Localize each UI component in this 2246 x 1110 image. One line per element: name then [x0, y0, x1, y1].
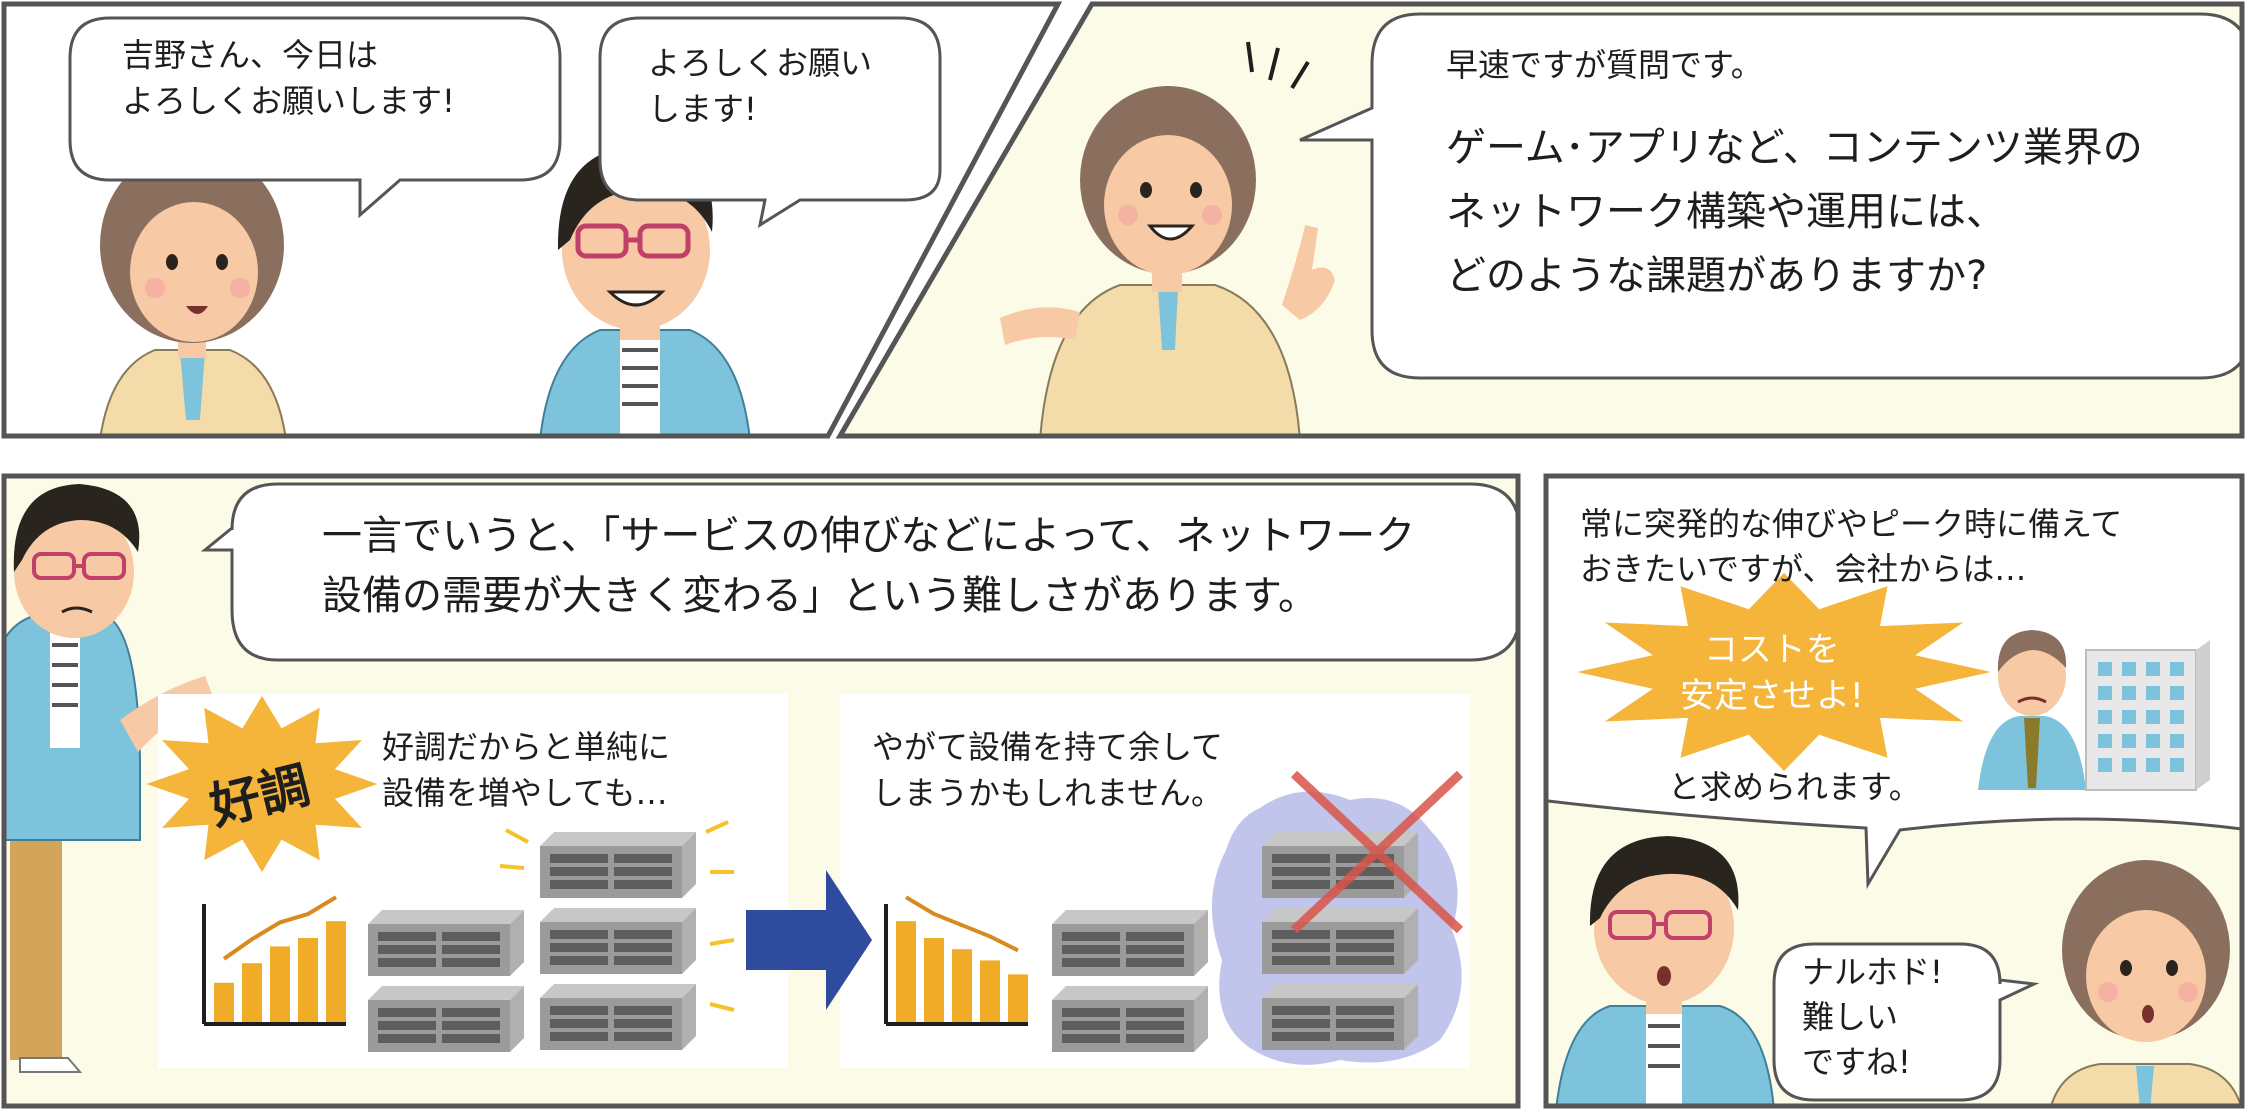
text-line: ゲーム･アプリなど、コンテンツ業界の [1446, 125, 2143, 171]
server-unit [1262, 984, 1418, 1050]
building-window [2098, 758, 2112, 772]
text-line: やがて設備を持て余して [872, 728, 1224, 766]
building-window [2146, 758, 2160, 772]
server-unit [1052, 986, 1208, 1052]
server-unit [368, 986, 524, 1052]
building-window [2122, 758, 2136, 772]
good-times-burst [146, 696, 378, 872]
transition-arrow [746, 870, 872, 1010]
text-line: 設備を増やしても… [382, 774, 668, 813]
building-window [2146, 710, 2160, 724]
panel-explanation [1, 473, 1521, 1109]
server-stack-growth [368, 820, 735, 1052]
text-line: 吉野さん、今日は [122, 36, 379, 74]
cost-demand-text: コストを 安定させよ! [1680, 628, 1864, 720]
text-line: ですね! [1802, 1042, 1911, 1081]
decline-caption: やがて設備を持て余して しまうかもしれません。 [872, 724, 1223, 817]
boss-character [1978, 630, 2086, 790]
man-greeting-text: よろしくお願い します! [648, 40, 872, 133]
building-window [2170, 662, 2184, 676]
text-line: ネットワーク構築や運用には、 [1446, 189, 2006, 235]
growth-caption: 好調だからと単純に 設備を増やしても… [382, 724, 670, 817]
chart-bar [326, 921, 346, 1022]
cross-mark [1290, 770, 1464, 934]
server-unit [1052, 910, 1208, 976]
chart-bar [214, 982, 234, 1022]
woman-greeting-text: 吉野さん、今日は よろしくお願いします! [122, 32, 455, 125]
question-speech-bubble [1299, 12, 2242, 380]
building-window [2122, 710, 2136, 724]
server-stack-decline [1052, 770, 1464, 1065]
text-line: 常に突発的な伸びやピーク時に備えて [1580, 505, 2123, 543]
question-body-text: ゲーム･アプリなど、コンテンツ業界の ネットワーク構築や運用には、 どのような課… [1446, 116, 2143, 308]
text-line: 好調だからと単純に [382, 728, 671, 766]
woman-reaction-bubble [1772, 942, 2040, 1102]
woman-speech-bubble [68, 16, 562, 219]
building-window [2122, 686, 2136, 700]
server-unit [540, 984, 696, 1050]
decline-chart [884, 895, 1028, 1026]
text-line: 難しい [1802, 997, 1899, 1036]
building-window [2170, 758, 2184, 772]
building-window [2146, 686, 2160, 700]
panel-question [835, 1, 2245, 439]
text-line: よろしくお願い [648, 44, 873, 82]
narration-top-text: 常に突発的な伸びやピーク時に備えて おきたいですが、会社からは… [1580, 502, 2122, 592]
panel-greeting [1, 1, 1063, 439]
question-intro-text: 早速ですが質問です。 [1446, 42, 1763, 88]
company-building-icon [2085, 640, 2210, 791]
building-window [2098, 686, 2112, 700]
man-character [538, 146, 752, 436]
building-window [2122, 662, 2136, 676]
chart-bar [896, 921, 916, 1022]
chart-bar [980, 960, 1000, 1022]
building-window [2146, 662, 2160, 676]
building-window [2170, 686, 2184, 700]
woman-nodding-character [2050, 860, 2242, 1106]
text-line: 設備の需要が大きく変わる」という難しさがあります。 [322, 573, 1318, 619]
woman-character [98, 147, 288, 436]
server-unit [368, 910, 524, 976]
explanation-text: 一言でいうと、「サービスの伸びなどによって、ネットワーク 設備の需要が大きく変わ… [322, 506, 1415, 626]
building-window [2122, 734, 2136, 748]
chart-bar [1008, 974, 1028, 1022]
man-gesturing-character [4, 484, 212, 1073]
chart-bar [298, 938, 318, 1022]
building-window [2098, 710, 2112, 724]
woman-pointing-character [1000, 41, 1335, 436]
text-line: します! [648, 90, 757, 129]
text-line: 一言でいうと、「サービスの伸びなどによって、ネットワーク [322, 513, 1416, 559]
chart-bar [242, 963, 262, 1022]
chart-bar [924, 938, 944, 1022]
text-line: しまうかもしれません。 [872, 774, 1224, 813]
server-unit [1262, 908, 1418, 974]
growth-chart [202, 895, 346, 1026]
building-window [2146, 734, 2160, 748]
woman-reaction-text: ナルホド! 難しい ですね! [1802, 950, 1943, 1084]
chart-bar [952, 949, 972, 1022]
text-line: 早速ですが質問です。 [1446, 46, 1763, 84]
text-line: コストを [1703, 630, 1840, 670]
server-unit [540, 908, 696, 974]
narration-bottom-text: と求められます。 [1668, 768, 1921, 806]
building-window [2170, 710, 2184, 724]
building-window [2170, 734, 2184, 748]
text-line: ナルホド! [1802, 953, 1943, 991]
building-window [2098, 662, 2112, 676]
panel-cost-pressure [1543, 473, 2245, 1109]
text-line: どのような課題がありますか? [1446, 253, 1988, 299]
text-line: 安定させよ! [1680, 675, 1864, 716]
server-unit [540, 832, 696, 898]
text-line: よろしくお願いします! [122, 82, 455, 121]
man-thinking-character [1555, 836, 1775, 1106]
man-speech-bubble [598, 16, 942, 229]
cost-demand-burst [1577, 573, 1991, 771]
building-window [2098, 734, 2112, 748]
chart-bar [270, 946, 290, 1022]
text-line: おきたいですが、会社からは… [1580, 549, 2027, 588]
